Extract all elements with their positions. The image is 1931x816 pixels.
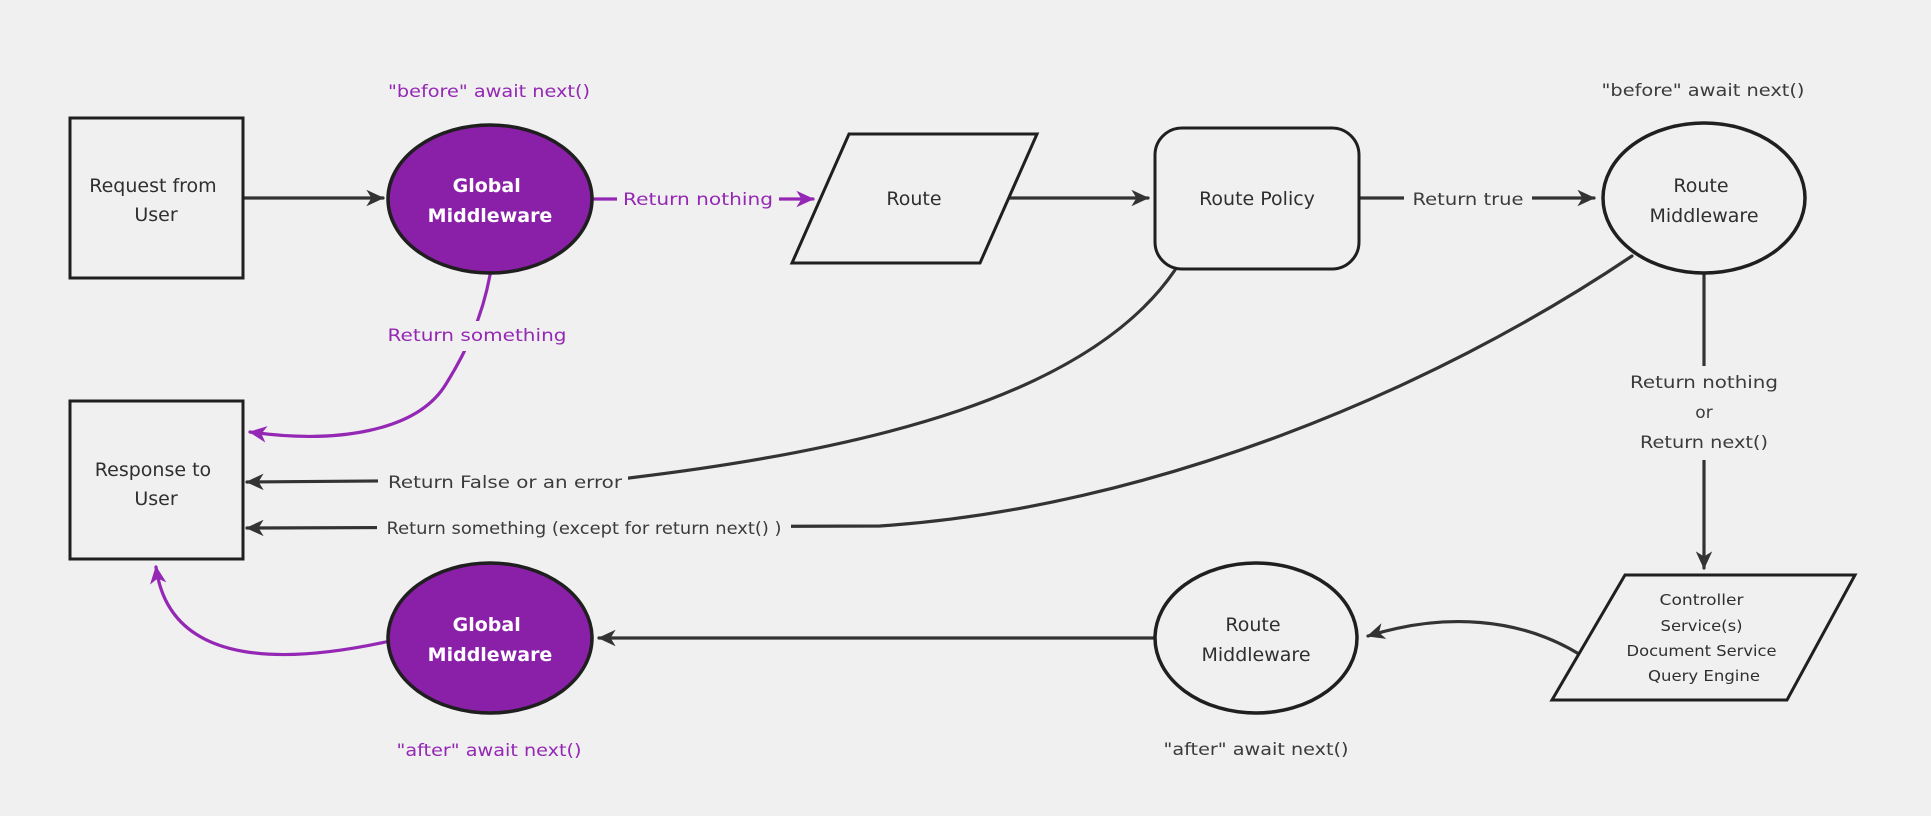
- gmw-bottom-line2: Middleware: [428, 644, 553, 666]
- return-nothing-or-next-label-bg: [1612, 366, 1796, 460]
- response-line2: User: [134, 488, 177, 510]
- controller-line1: Controller: [1660, 591, 1745, 609]
- route-shape: [789, 132, 1040, 265]
- gmw-top-line2: Middleware: [428, 205, 553, 227]
- controller-line3: Document Service: [1627, 642, 1777, 660]
- rmw-top-line1: Route: [1673, 175, 1728, 197]
- return-something-label: Return something: [388, 326, 567, 346]
- node-request-from-user: Request from User: [68, 116, 245, 280]
- rmw-bottom-line1: Route: [1225, 614, 1280, 636]
- edge-labels: Return nothing Return true Return nothin…: [377, 81, 1805, 761]
- return-nothing-or-next-line1: Return nothing: [1630, 373, 1778, 393]
- node-route: Route: [789, 132, 1040, 265]
- before-await-next-global-label: "before" await next(): [388, 82, 590, 102]
- edge-global-middleware-return-something-to-response: [248, 273, 492, 443]
- return-something-except-label: Return something (except for return next…: [387, 519, 782, 539]
- route-policy-shape: [1153, 126, 1361, 271]
- response-to-user-label: Response to User: [95, 459, 217, 510]
- gmw-top-line1: Global: [453, 175, 521, 197]
- response-to-user-shape: [68, 399, 245, 561]
- return-true-label-bg: [1404, 184, 1532, 214]
- before-await-next-route-label: "before" await next(): [1602, 81, 1805, 101]
- route-middleware-top-shape: [1601, 121, 1807, 275]
- route-middleware-top-label: Route Middleware: [1649, 175, 1758, 227]
- edge-global-middleware-bottom-to-response: [150, 565, 392, 657]
- edges: [150, 189, 1713, 657]
- node-route-middleware-bottom: Route Middleware: [1153, 561, 1359, 715]
- return-nothing-label-bg: [617, 184, 779, 214]
- edge-controller-to-route-middleware-bottom: [1366, 620, 1581, 656]
- global-middleware-top-shape: [386, 123, 594, 275]
- global-middleware-bottom-shape: [386, 561, 594, 715]
- route-middleware-bottom-label: Route Middleware: [1201, 614, 1310, 666]
- node-controller-services: Controller Service(s) Document Service Q…: [1549, 573, 1858, 702]
- request-line1: Request from: [89, 175, 216, 197]
- rmw-top-line2: Middleware: [1649, 205, 1758, 227]
- controller-services-shape: [1549, 573, 1858, 702]
- response-line1: Response to: [95, 459, 211, 481]
- controller-services-label: Controller Service(s) Document Service Q…: [1627, 591, 1782, 685]
- after-await-next-route-label: "after" await next(): [1164, 740, 1349, 760]
- return-nothing-or-next-line2: or: [1695, 403, 1712, 423]
- gmw-bottom-line1: Global: [453, 614, 521, 636]
- global-middleware-top-label: Global Middleware: [428, 175, 553, 227]
- node-global-middleware-top: Global Middleware: [386, 123, 594, 275]
- return-nothing-or-next-line3: Return next(): [1640, 433, 1768, 453]
- controller-line4: Query Engine: [1648, 667, 1760, 685]
- return-something-label-bg: [379, 321, 575, 351]
- node-route-middleware-top: Route Middleware: [1601, 121, 1807, 275]
- edge-route-policy-return-false-to-response: [245, 268, 1177, 491]
- route-middleware-bottom-shape: [1153, 561, 1359, 715]
- route-label: Route: [886, 188, 941, 210]
- return-false-label: Return False or an error: [388, 473, 622, 493]
- edge-route-middleware-return-something-to-response: [245, 254, 1634, 537]
- node-response-to-user: Response to User: [68, 399, 245, 561]
- rmw-bottom-line2: Middleware: [1201, 644, 1310, 666]
- request-from-user-label: Request from User: [89, 175, 222, 226]
- after-await-next-global-label: "after" await next(): [397, 741, 582, 761]
- controller-line2: Service(s): [1661, 617, 1743, 635]
- global-middleware-bottom-label: Global Middleware: [428, 614, 553, 666]
- node-route-policy: Route Policy: [1153, 126, 1361, 271]
- request-from-user-shape: [68, 116, 245, 280]
- return-true-label: Return true: [1413, 190, 1524, 210]
- return-something-except-label-bg: [377, 513, 791, 543]
- route-policy-label: Route Policy: [1199, 188, 1315, 210]
- node-global-middleware-bottom: Global Middleware: [386, 561, 594, 715]
- return-false-label-bg: [378, 468, 628, 498]
- request-line2: User: [134, 204, 177, 226]
- return-nothing-label: Return nothing: [623, 190, 773, 210]
